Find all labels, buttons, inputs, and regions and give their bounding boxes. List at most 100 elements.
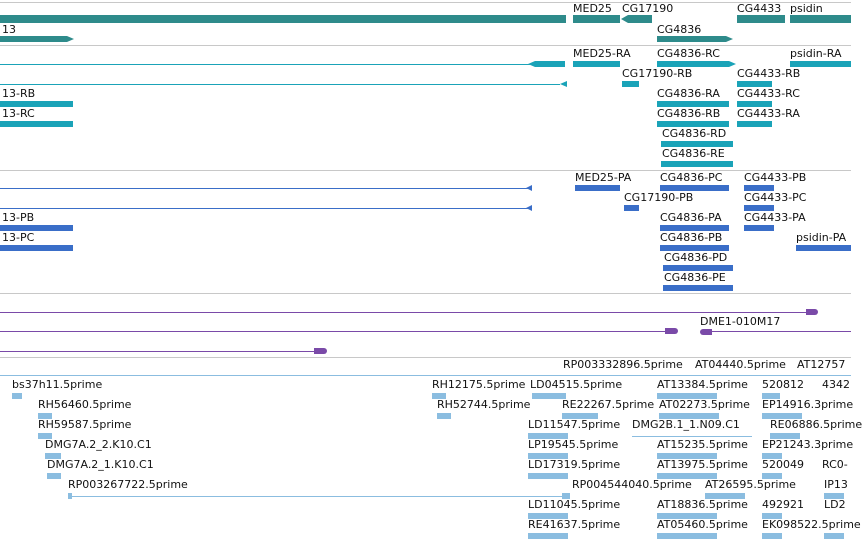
transcript-label-13-rb[interactable]: 13-RB — [2, 87, 36, 100]
transcript-cg4836-rd[interactable] — [661, 141, 733, 147]
est-label[interactable]: AT02273.5prime — [659, 398, 750, 411]
transcript-label-cg4433-rc[interactable]: CG4433-RC — [737, 87, 800, 100]
transcript-cg4433-rc[interactable] — [737, 101, 772, 107]
protein-psidin-pa[interactable] — [796, 245, 851, 251]
est-label[interactable]: AT13384.5prime — [657, 378, 748, 391]
gene-psidin-bar[interactable] — [790, 15, 851, 23]
est-label[interactable]: RH52744.5prime — [437, 398, 531, 411]
est-bar[interactable] — [437, 413, 451, 419]
est-label[interactable]: AT18836.5prime — [657, 498, 748, 511]
transcript-arrow[interactable] — [528, 61, 535, 67]
est-line[interactable] — [68, 496, 568, 497]
protein-cg4836-pd[interactable] — [663, 265, 733, 271]
est-label[interactable]: EK098522.5prime — [762, 518, 861, 531]
clone-dme1[interactable] — [700, 329, 712, 335]
est-label[interactable]: RE41637.5prime — [528, 518, 621, 531]
est-label[interactable]: AT05460.5prime — [657, 518, 748, 531]
est-label[interactable]: IP13 — [824, 478, 848, 491]
transcript-arrow[interactable] — [729, 61, 736, 67]
clone-line[interactable] — [0, 351, 318, 352]
est-bar[interactable] — [528, 513, 568, 519]
protein-label-13-pc[interactable]: 13-PC — [2, 231, 35, 244]
protein-cg4836-pc[interactable] — [660, 185, 729, 191]
protein-cg17190-pb[interactable] — [624, 205, 639, 211]
est-bar[interactable] — [762, 473, 782, 479]
est-bar[interactable] — [657, 453, 717, 459]
transcript-cg4836-ra[interactable] — [657, 101, 729, 107]
est-bar[interactable] — [824, 533, 844, 539]
gene-cg4836-bar[interactable] — [657, 36, 726, 42]
gene-cg17190-arrow[interactable] — [621, 15, 628, 23]
clone-line[interactable] — [0, 312, 810, 313]
gene-13b-bar[interactable] — [0, 36, 67, 42]
protein-label-cg4836-pe[interactable]: CG4836-PE — [664, 271, 726, 284]
est-bar[interactable] — [762, 453, 782, 459]
gene-label-13[interactable]: 13 — [2, 23, 16, 36]
est-bar[interactable] — [528, 473, 568, 479]
protein-13-pc[interactable] — [0, 245, 73, 251]
gene-label-cg4836[interactable]: CG4836 — [657, 23, 702, 36]
protein-label-cg4433-pb[interactable]: CG4433-PB — [744, 171, 807, 184]
protein-label-cg4836-pc[interactable]: CG4836-PC — [660, 171, 723, 184]
est-bar[interactable] — [47, 473, 61, 479]
est-label[interactable]: LD04515.5prime — [530, 378, 623, 391]
est-bar[interactable] — [12, 393, 22, 399]
est-label[interactable]: AT15235.5prime — [657, 438, 748, 451]
est-label[interactable]: bs37h11.5prime — [12, 378, 103, 391]
protein-arrow[interactable] — [526, 185, 532, 191]
transcript-exon[interactable] — [535, 61, 565, 67]
clone-line[interactable] — [0, 331, 668, 332]
transcript-intron-line[interactable] — [0, 64, 530, 65]
est-bar[interactable] — [762, 513, 782, 519]
protein-label-psidin-pa[interactable]: psidin-PA — [796, 231, 847, 244]
est-bar[interactable] — [762, 533, 782, 539]
transcript-label-med25-ra[interactable]: MED25-RA — [573, 47, 631, 60]
est-label[interactable]: RP004544040.5prime — [572, 478, 692, 491]
transcript-med25-ra[interactable] — [573, 61, 620, 67]
gene-label-cg4433[interactable]: CG4433 — [737, 2, 782, 15]
est-bar[interactable] — [657, 513, 717, 519]
gene-label-med25[interactable]: MED25 — [573, 2, 612, 15]
est-label[interactable]: 4342 — [822, 378, 850, 391]
gene-13b-arrow[interactable] — [67, 36, 74, 42]
transcript-label-psidin-ra[interactable]: psidin-RA — [790, 47, 842, 60]
transcript-cg17190-rb[interactable] — [622, 81, 639, 87]
transcript-13-rb[interactable] — [0, 101, 73, 107]
transcript-label-cg4836-re[interactable]: CG4836-RE — [662, 147, 725, 160]
gene-label-cg17190[interactable]: CG17190 — [622, 2, 674, 15]
est-bar[interactable] — [532, 393, 566, 399]
est-label[interactable]: LD11045.5prime — [528, 498, 621, 511]
gene-cg4433-bar[interactable] — [737, 15, 785, 23]
est-bar[interactable] — [432, 393, 446, 399]
protein-line[interactable] — [0, 208, 530, 209]
est-line[interactable] — [0, 375, 851, 376]
est-label[interactable]: RE22267.5prime — [562, 398, 655, 411]
transcript-cg4836-rc[interactable] — [657, 61, 729, 67]
est-label[interactable]: DMG7A.2_2.K10.C1 — [45, 438, 152, 451]
est-label[interactable]: 520812 — [762, 378, 804, 391]
transcript-13-rc[interactable] — [0, 121, 73, 127]
est-bar[interactable] — [762, 413, 802, 419]
transcript-label-cg4836-rc[interactable]: CG4836-RC — [657, 47, 720, 60]
gene-13-bar[interactable] — [0, 15, 566, 23]
transcript-label-13-rc[interactable]: 13-RC — [2, 107, 35, 120]
transcript-label-cg4836-rb[interactable]: CG4836-RB — [657, 107, 721, 120]
protein-cg4836-pb[interactable] — [660, 245, 729, 251]
transcript-arrow[interactable] — [560, 81, 567, 87]
gene-label-psidin[interactable]: psidin — [790, 2, 823, 15]
est-label[interactable]: AT04440.5prime — [695, 358, 786, 371]
transcript-psidin-ra[interactable] — [790, 61, 851, 67]
transcript-cg4433-ra[interactable] — [737, 121, 772, 127]
est-label[interactable]: LP19545.5prime — [528, 438, 619, 451]
est-label[interactable]: 492921 — [762, 498, 804, 511]
transcript-label-cg4433-rb[interactable]: CG4433-RB — [737, 67, 801, 80]
est-bar[interactable] — [770, 433, 800, 439]
est-label[interactable]: RP003267722.5prime — [68, 478, 188, 491]
est-bar[interactable] — [762, 393, 780, 399]
protein-label-cg4433-pc[interactable]: CG4433-PC — [744, 191, 807, 204]
est-label[interactable]: LD2 — [824, 498, 846, 511]
est-label[interactable]: 520049 — [762, 458, 804, 471]
est-label[interactable]: DMG7A.2_1.K10.C1 — [47, 458, 154, 471]
protein-arrow[interactable] — [526, 205, 532, 211]
est-label[interactable]: AT12757 — [797, 358, 846, 371]
